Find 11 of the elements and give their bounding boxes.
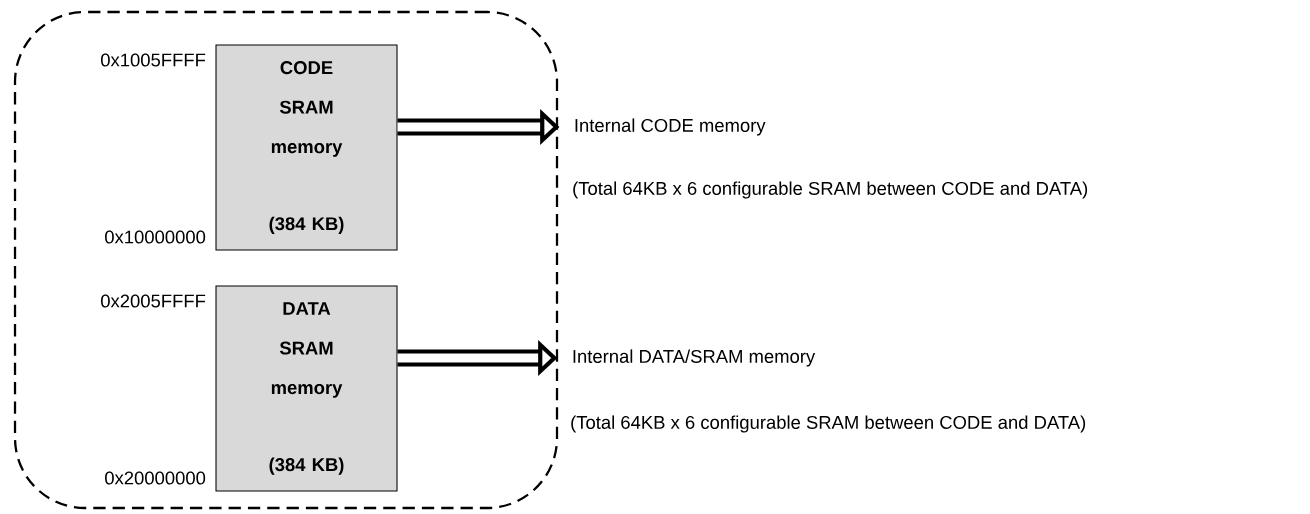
address-label: 0x1005FFFF	[101, 53, 206, 67]
address-label: 0x10000000	[105, 230, 206, 244]
memory-label: Internal CODE memory	[575, 118, 766, 136]
memory-label: Internal DATA/SRAM memory	[573, 349, 816, 367]
note: (Total 64KB x 6 configurable SRAM between CODE and DATA)	[571, 415, 1086, 433]
memory-box: DATA SRAM memory (384 KB)	[215, 285, 398, 492]
address-label: 0x2005FFFF	[101, 294, 206, 308]
dashed-region	[13, 10, 559, 510]
note: (Total 64KB x 6 configurable SRAM between CODE and DATA)	[573, 181, 1088, 199]
memory-box: CODE SRAM memory (384 KB)	[215, 44, 398, 251]
address-label: 0x20000000	[105, 471, 206, 485]
